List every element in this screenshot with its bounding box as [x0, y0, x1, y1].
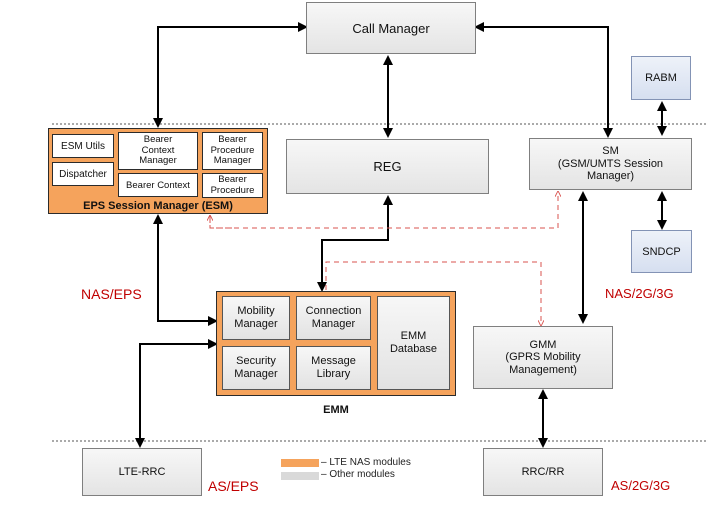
legend-swatch-other [281, 472, 319, 480]
dashed-arrow-to-esm [210, 216, 232, 229]
bearer-context-label: Bearer Context [126, 179, 190, 191]
dashed-arrow-to-sm [209, 192, 558, 229]
dispatcher-label: Dispatcher [59, 168, 107, 180]
sndcp-box: SNDCP [631, 230, 692, 273]
arrow-esm-emm [153, 214, 218, 326]
sndcp-label: SNDCP [642, 245, 681, 258]
bearer-context-manager-box: Bearer Context Manager [118, 132, 198, 170]
legend-swatch-lte-nas [281, 459, 319, 467]
connection-manager-box: Connection Manager [296, 296, 371, 340]
call-manager-box: Call Manager [306, 2, 476, 54]
mobility-manager-label: Mobility Manager [234, 305, 278, 330]
reg-label: REG [373, 159, 402, 174]
arrow-callmgr-sm [474, 22, 613, 138]
message-library-label: Message Library [311, 355, 356, 380]
mobility-manager-box: Mobility Manager [222, 296, 290, 340]
esm-utils-label: ESM Utils [61, 140, 105, 152]
sm-box: SM (GSM/UMTS Session Manager) [529, 138, 692, 190]
security-manager-box: Security Manager [222, 346, 290, 390]
bearer-procedure-label: Bearer Procedure [210, 173, 255, 196]
nas-eps-label: NAS/EPS [81, 286, 142, 302]
bearer-context-box: Bearer Context [118, 173, 198, 197]
dispatcher-box: Dispatcher [52, 162, 114, 186]
esm-utils-box: ESM Utils [52, 134, 114, 158]
lte-rrc-label: LTE-RRC [118, 466, 166, 478]
call-manager-label: Call Manager [352, 20, 430, 36]
bearer-procedure-box: Bearer Procedure [202, 173, 263, 198]
legend-other-label: – Other modules [321, 469, 395, 480]
emm-title: EMM [323, 404, 349, 416]
esm-title: EPS Session Manager (ESM) [83, 200, 233, 212]
emm-database-label: EMM Database [389, 330, 438, 355]
as-2g3g-label: AS/2G/3G [611, 478, 671, 493]
arrow-reg-emm [317, 195, 393, 292]
arrow-lterrc-emm [135, 339, 218, 448]
reg-box: REG [286, 139, 489, 194]
emm-database-box: EMM Database [377, 296, 450, 390]
sm-label: SM (GSM/UMTS Session Manager) [557, 145, 664, 183]
gmm-label: GMM (GPRS Mobility Management) [505, 338, 581, 376]
rabm-label: RABM [645, 72, 677, 84]
rrc-rr-box: RRC/RR [483, 448, 603, 496]
rabm-box: RABM [631, 56, 691, 100]
connection-manager-label: Connection Manager [305, 305, 362, 330]
message-library-box: Message Library [296, 346, 371, 390]
bearer-procedure-manager-box: Bearer Procedure Manager [202, 132, 263, 170]
security-manager-label: Security Manager [234, 355, 278, 380]
rrc-rr-label: RRC/RR [521, 466, 565, 478]
lte-rrc-box: LTE-RRC [82, 448, 202, 496]
dashed-arrow-to-gmm [325, 261, 541, 325]
bearer-context-manager-label: Bearer Context Manager [139, 133, 177, 167]
arrow-callmgr-esm [153, 22, 308, 128]
gmm-box: GMM (GPRS Mobility Management) [473, 326, 613, 389]
bearer-procedure-manager-label: Bearer Procedure Manager [210, 133, 255, 167]
as-eps-label: AS/EPS [208, 478, 259, 494]
nas-2g3g-label: NAS/2G/3G [605, 286, 674, 301]
legend-lte-nas-label: – LTE NAS modules [321, 457, 411, 468]
